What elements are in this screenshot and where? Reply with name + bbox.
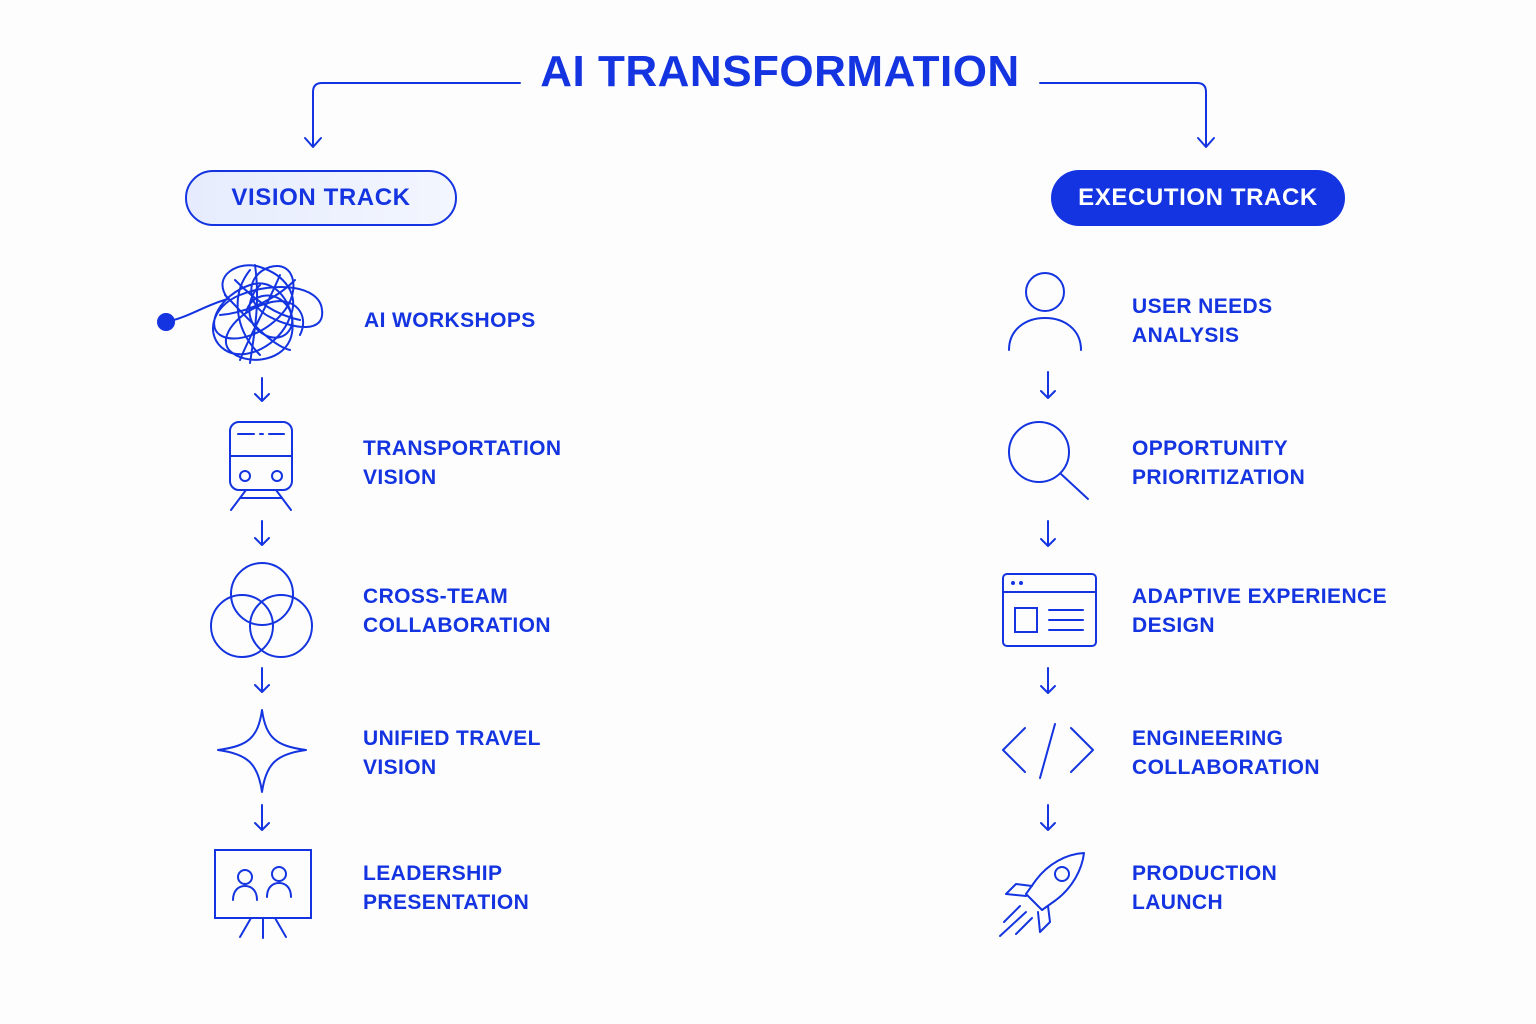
execution-step-3-label: ADAPTIVE EXPERIENCE DESIGN xyxy=(1132,582,1387,640)
execution-step-3-line2: DESIGN xyxy=(1132,614,1215,637)
vision-track-pill: VISION TRACK xyxy=(185,170,457,226)
execution-step-2-line2: PRIORITIZATION xyxy=(1132,466,1306,489)
vision-step-2-line2: VISION xyxy=(363,466,437,489)
vision-step-3-label: CROSS-TEAM COLLABORATION xyxy=(363,582,551,640)
execution-step-2-label: OPPORTUNITY PRIORITIZATION xyxy=(1132,434,1305,492)
vision-step-4-label: UNIFIED TRAVEL VISION xyxy=(363,724,541,782)
execution-step-5-line2: LAUNCH xyxy=(1132,891,1224,914)
branch-right xyxy=(1039,82,1207,147)
venn-icon xyxy=(209,562,315,660)
page-title: AI TRANSFORMATION xyxy=(540,47,1020,96)
vision-step-5-label: LEADERSHIP PRESENTATION xyxy=(363,859,529,917)
vision-step-2-label: TRANSPORTATION VISION xyxy=(363,434,561,492)
sparkle-icon xyxy=(216,708,308,794)
tangle-icon xyxy=(150,255,340,370)
execution-step-arrows xyxy=(1040,371,1056,831)
vision-step-5-line2: PRESENTATION xyxy=(363,891,530,914)
execution-step-5-label: PRODUCTION LAUNCH xyxy=(1132,859,1277,917)
execution-step-4-label: ENGINEERING COLLABORATION xyxy=(1132,724,1320,782)
train-icon xyxy=(228,420,294,512)
user-icon xyxy=(1007,270,1083,352)
execution-step-1-label: USER NEEDS ANALYSIS xyxy=(1132,292,1273,350)
execution-step-1-line1: USER NEEDS xyxy=(1132,295,1273,318)
vision-step-3-line1: CROSS-TEAM xyxy=(363,585,509,608)
browser-window-icon xyxy=(1001,572,1098,648)
rocket-icon xyxy=(996,850,1088,938)
vision-step-arrows xyxy=(254,377,270,831)
vision-step-4-line1: UNIFIED TRAVEL xyxy=(363,727,541,750)
vision-step-1-line1: AI WORKSHOPS xyxy=(364,309,536,332)
vision-step-5-line1: LEADERSHIP xyxy=(363,862,503,885)
branch-left-arrowhead xyxy=(304,137,322,148)
vision-step-4-line2: VISION xyxy=(363,756,437,779)
code-icon xyxy=(1001,722,1095,780)
execution-step-4-line1: ENGINEERING xyxy=(1132,727,1284,750)
vision-step-3-line2: COLLABORATION xyxy=(363,614,551,637)
execution-step-3-line1: ADAPTIVE EXPERIENCE xyxy=(1132,585,1387,608)
magnifier-icon xyxy=(1007,420,1091,502)
presentation-board-icon xyxy=(213,848,313,940)
execution-step-4-line2: COLLABORATION xyxy=(1132,756,1320,779)
vision-step-2-line1: TRANSPORTATION xyxy=(363,437,562,460)
vision-step-1-label: AI WORKSHOPS xyxy=(364,306,536,335)
branch-left xyxy=(312,82,521,147)
execution-step-1-line2: ANALYSIS xyxy=(1132,324,1240,347)
execution-track-pill: EXECUTION TRACK xyxy=(1051,170,1345,226)
branch-right-arrowhead xyxy=(1197,137,1215,148)
execution-step-2-line1: OPPORTUNITY xyxy=(1132,437,1289,460)
execution-step-5-line1: PRODUCTION xyxy=(1132,862,1278,885)
